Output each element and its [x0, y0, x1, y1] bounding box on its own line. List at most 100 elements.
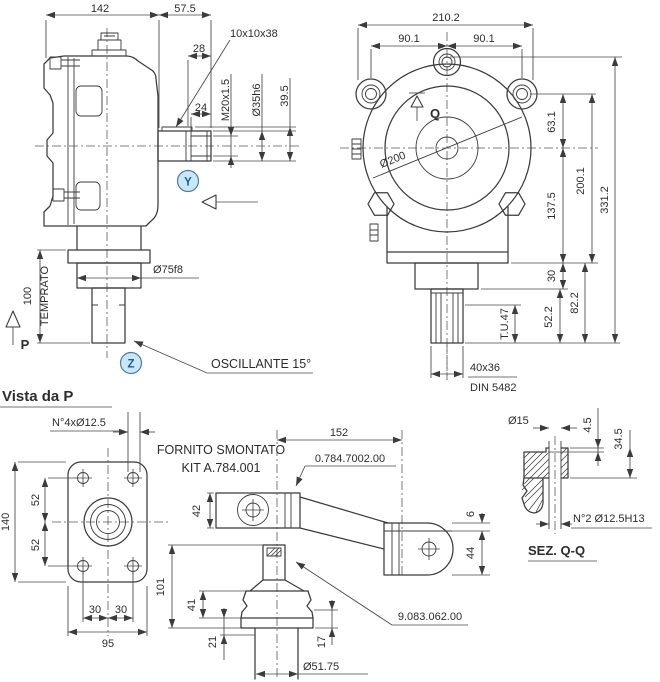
dim-57-5: 57.5 [174, 3, 195, 15]
section-dimensions: Ø15 4.5 34.5 N°2 Ø12.5H13 [508, 408, 652, 529]
q-arrow-icon [410, 95, 424, 108]
usable-length: T.U.47 [499, 308, 511, 340]
view-direction-y [201, 194, 258, 210]
bolt-lug-left [355, 78, 387, 110]
dim-140: 140 [0, 513, 12, 531]
kit-note-line1: FORNITO SMONTATO [157, 443, 286, 457]
view-p-label: P [21, 337, 30, 352]
dim-42: 42 [191, 505, 203, 517]
front-view-dimensions: 210.2 90.1 90.1 Ø200 63.1 137.5 30 52.2 … [357, 12, 622, 394]
dim-152: 152 [330, 427, 348, 439]
flange-view: Vista da P [0, 388, 170, 650]
kit-note-line2: KIT A.784.001 [182, 461, 261, 475]
section-holes-label: N°2 Ø12.5H13 [573, 513, 645, 525]
dim-34-5: 34.5 [613, 428, 625, 449]
dim-95: 95 [102, 638, 114, 650]
breather-cap [91, 32, 127, 56]
gearbox-body [43, 32, 159, 344]
treatment-label: TEMPRATO [39, 266, 51, 327]
spline-label: 40x36 [470, 362, 500, 374]
front-view: Q 210.2 90.1 90.1 Ø200 63.1 [340, 12, 622, 394]
clamp-boss [237, 494, 269, 526]
flange-holes-label: N°4xØ12.5 [52, 417, 106, 429]
hex-bolt-left [367, 192, 395, 216]
dim-200-1: 200.1 [575, 167, 587, 195]
pilot-hub [76, 262, 142, 289]
side-bolt-lower [52, 188, 80, 202]
balloon-y-label: Y [184, 177, 192, 189]
dim-30-right: 30 [115, 604, 127, 616]
flange-view-title: Vista da P [2, 388, 73, 405]
dia-200: Ø200 [378, 150, 407, 171]
dim-101: 101 [155, 578, 167, 596]
dim-52-bottom: 52 [30, 539, 42, 551]
section-title: SEZ. Q-Q [528, 543, 585, 558]
dim-39-5: 39.5 [279, 85, 291, 106]
diameter-line [372, 116, 523, 179]
washer-plate [240, 617, 314, 629]
hex-bolt-right [498, 192, 526, 216]
ball-part-number: 9.083.062.00 [398, 611, 462, 623]
section-view: Ø15 4.5 34.5 N°2 Ø12.5H13 SEZ. Q-Q [508, 408, 652, 562]
kit-dimensions: 152 0.784.7002.00 42 6 44 101 41 21 17 Ø… [155, 427, 490, 678]
dim-90-1-right: 90.1 [473, 33, 494, 45]
dim-331-2: 331.2 [599, 186, 611, 214]
dim-210-2: 210.2 [432, 12, 460, 24]
balloon-z: Z [119, 351, 143, 375]
flange-view-dimensions: N°4xØ12.5 140 52 52 30 30 95 [0, 412, 155, 650]
ball-stud [240, 544, 314, 680]
mounting-flange-face [67, 461, 148, 583]
spline-standard: DIN 5482 [470, 382, 516, 394]
dim-24: 24 [195, 102, 207, 114]
dim-30: 30 [546, 270, 558, 282]
dim-142: 142 [91, 3, 109, 15]
balloon-y: Y [176, 169, 200, 193]
dim-137-5: 137.5 [546, 192, 558, 220]
dim-52-top: 52 [30, 494, 42, 506]
splined-shaft [430, 288, 464, 344]
side-view-dimensions: 142 57.5 28 10x10x38 24 M20x1.5 Ø35h6 39… [22, 3, 313, 374]
dim-17: 17 [316, 636, 328, 648]
circlip-detail [266, 547, 282, 557]
bore-lines [548, 441, 562, 529]
dim-63-1: 63.1 [546, 111, 558, 132]
dia-51-75: Ø51.75 [303, 661, 339, 673]
dim-6: 6 [465, 511, 477, 517]
section-bracket [521, 441, 569, 529]
dim-44: 44 [465, 547, 477, 559]
bottom-flange [386, 251, 509, 264]
lower-housing [386, 206, 509, 344]
mounting-flange-side [67, 249, 151, 264]
dim-82-2: 82.2 [569, 292, 581, 313]
housing-flange-circles [362, 63, 532, 233]
dim-4-5: 4.5 [582, 417, 594, 432]
dia-15: Ø15 [508, 415, 529, 427]
kit-view: FORNITO SMONTATO KIT A.784.001 [155, 427, 490, 680]
side-plug-fittings [351, 138, 379, 242]
dim-28: 28 [193, 43, 205, 55]
dim-30-left: 30 [89, 604, 101, 616]
key-label: 10x10x38 [230, 28, 278, 40]
dim-21: 21 [207, 636, 219, 648]
bottom-neck [414, 262, 479, 290]
lower-cylinder [254, 627, 299, 680]
shaft-key [161, 126, 193, 132]
dim-52-2: 52.2 [543, 306, 555, 327]
thread-label: M20x1.5 [220, 79, 232, 121]
lever-part-number: 0.784.7002.00 [315, 453, 385, 465]
view-direction-p: P [5, 310, 30, 352]
p-arrow-icon [5, 310, 21, 328]
side-view: 142 57.5 28 10x10x38 24 M20x1.5 Ø35h6 39… [5, 3, 313, 375]
boss-tab-upper [75, 85, 103, 117]
boss-tab-lower [75, 181, 101, 211]
lever-arm [215, 492, 454, 576]
dim-41: 41 [186, 599, 198, 611]
hub-dia-label: Ø75f8 [153, 264, 183, 276]
output-shaft [157, 126, 212, 162]
side-bolt-upper [49, 56, 80, 70]
shaft-dia-label: Ø35h6 [251, 83, 263, 116]
left-arrow-icon [201, 194, 217, 210]
flange-bolt-holes [74, 469, 142, 575]
